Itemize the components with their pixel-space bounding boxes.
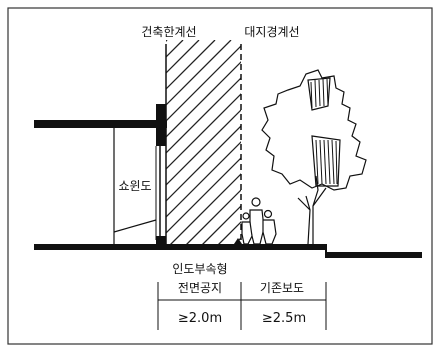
hatch-line — [166, 157, 241, 234]
ground-line — [34, 244, 326, 250]
site-boundary-label: 대지경계선 — [244, 25, 299, 39]
hatch-line — [266, 40, 440, 245]
hatch-line — [185, 189, 241, 245]
hatch-line — [166, 109, 241, 186]
sidewalk-type-label: 인도부속형 — [172, 262, 227, 276]
pedestrians-icon — [241, 197, 277, 245]
building-roof-slab — [34, 120, 167, 128]
hatch-line — [166, 40, 168, 42]
hatch-line — [282, 40, 440, 245]
hatch-line — [166, 45, 241, 122]
existing-sidewalk-width: ≥2.5m — [262, 311, 306, 326]
show-window-label: 쇼윈도 — [118, 179, 151, 193]
open-space-hatch — [0, 40, 440, 245]
hatch-line — [166, 61, 241, 138]
hatch-line — [169, 173, 241, 245]
hatch-line — [166, 141, 241, 218]
hatch-line — [201, 205, 241, 245]
hatch-line — [166, 40, 232, 106]
show-window-sill — [113, 219, 157, 233]
existing-sidewalk-label: 기존보도 — [260, 281, 304, 295]
hatch-line — [0, 40, 151, 245]
road-level-line — [326, 252, 422, 258]
hatch-line — [166, 93, 241, 170]
hatch-line — [166, 77, 241, 154]
hatch-line — [250, 40, 440, 245]
building-line-label: 건축한계선 — [141, 25, 196, 39]
outer-frame — [7, 7, 433, 345]
dimension-lines — [157, 282, 327, 330]
tree-illustration — [261, 69, 367, 245]
hatch-line — [166, 125, 241, 202]
front-open-space-label: 전면공지 — [178, 281, 222, 295]
facade-base — [156, 236, 166, 246]
ground-marker — [234, 238, 242, 244]
hatch-line — [166, 40, 216, 90]
facade-column — [156, 104, 166, 146]
tree-foliage-hatch — [310, 78, 338, 185]
front-open-space-width: ≥2.0m — [178, 311, 222, 326]
